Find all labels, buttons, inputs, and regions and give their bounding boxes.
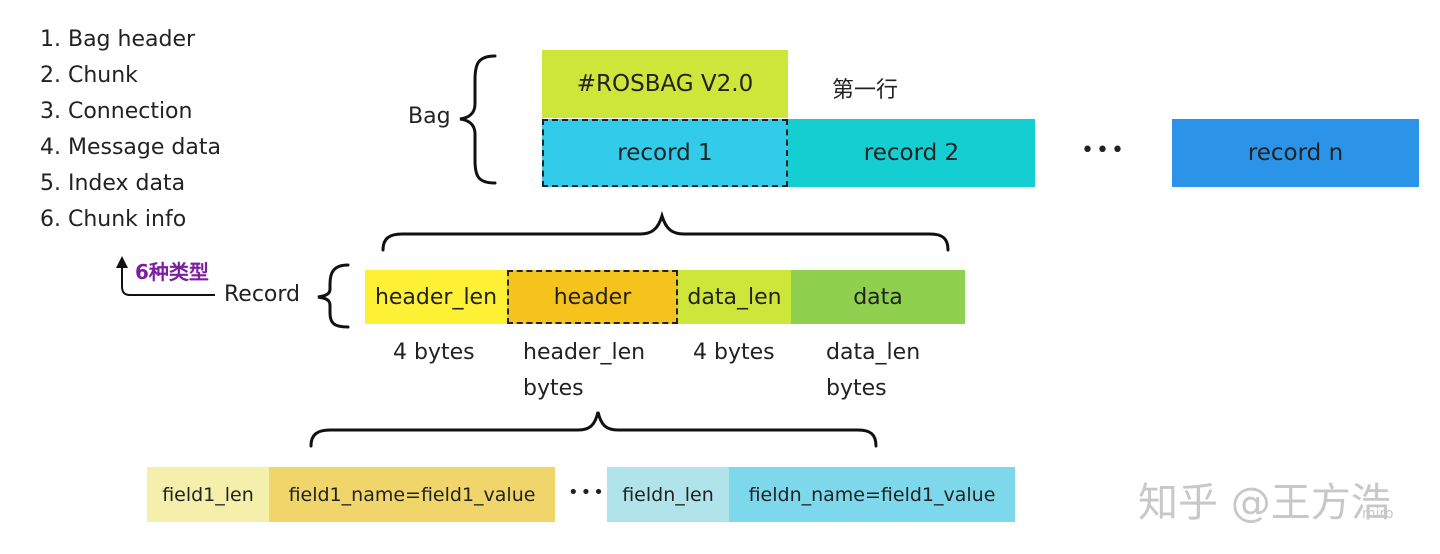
fieldn-len-box: fieldn_len (607, 467, 729, 522)
record-1-box: record 1 (542, 119, 788, 187)
field1-value-box: field1_name=field1_value (269, 467, 555, 522)
header-expand-brace (309, 411, 878, 448)
bag-label: Bag (408, 104, 451, 129)
record-label: Record (224, 282, 301, 307)
data-len-size: 4 bytes (693, 340, 775, 365)
type-item-message-data: 4. Message data (40, 135, 221, 160)
records-ellipsis: ••• (1081, 138, 1126, 163)
record1-expand-brace (381, 210, 950, 252)
record-data-len-box: data_len (678, 270, 791, 324)
data-size-line1: data_len (826, 340, 921, 365)
bag-brace (459, 54, 497, 185)
record-2-box: record 2 (788, 119, 1035, 187)
record-data-box: data (791, 270, 965, 324)
zhihu-watermark: 知乎 @王方浩 (1138, 480, 1391, 526)
record-header-box: header (507, 270, 678, 324)
data-size-line2: bytes (826, 376, 887, 401)
header-len-size: 4 bytes (393, 340, 475, 365)
type-item-connection: 3. Connection (40, 99, 193, 124)
field1-len-box: field1_len (147, 467, 269, 522)
type-item-chunk-info: 6. Chunk info (40, 207, 187, 232)
type-item-index-data: 5. Index data (40, 171, 186, 196)
record-header-len-box: header_len (365, 270, 507, 324)
record-to-types-arrow (121, 266, 215, 296)
fieldn-value-box: fieldn_name=field1_value (729, 467, 1015, 522)
rosbag-header-box: #ROSBAG V2.0 (542, 50, 788, 118)
fields-ellipsis: ••• (568, 482, 606, 503)
miro-watermark: miro (1362, 506, 1394, 522)
type-item-chunk: 2. Chunk (40, 63, 138, 88)
header-size-line1: header_len (523, 340, 646, 365)
first-line-note: 第一行 (832, 78, 899, 103)
type-item-bag-header: 1. Bag header (40, 27, 196, 52)
record-brace (317, 263, 350, 329)
header-size-line2: bytes (523, 376, 584, 401)
types-count-annotation: 6种类型 (135, 260, 209, 284)
record-n-box: record n (1172, 119, 1419, 187)
record-to-types-arrowhead (116, 256, 128, 268)
